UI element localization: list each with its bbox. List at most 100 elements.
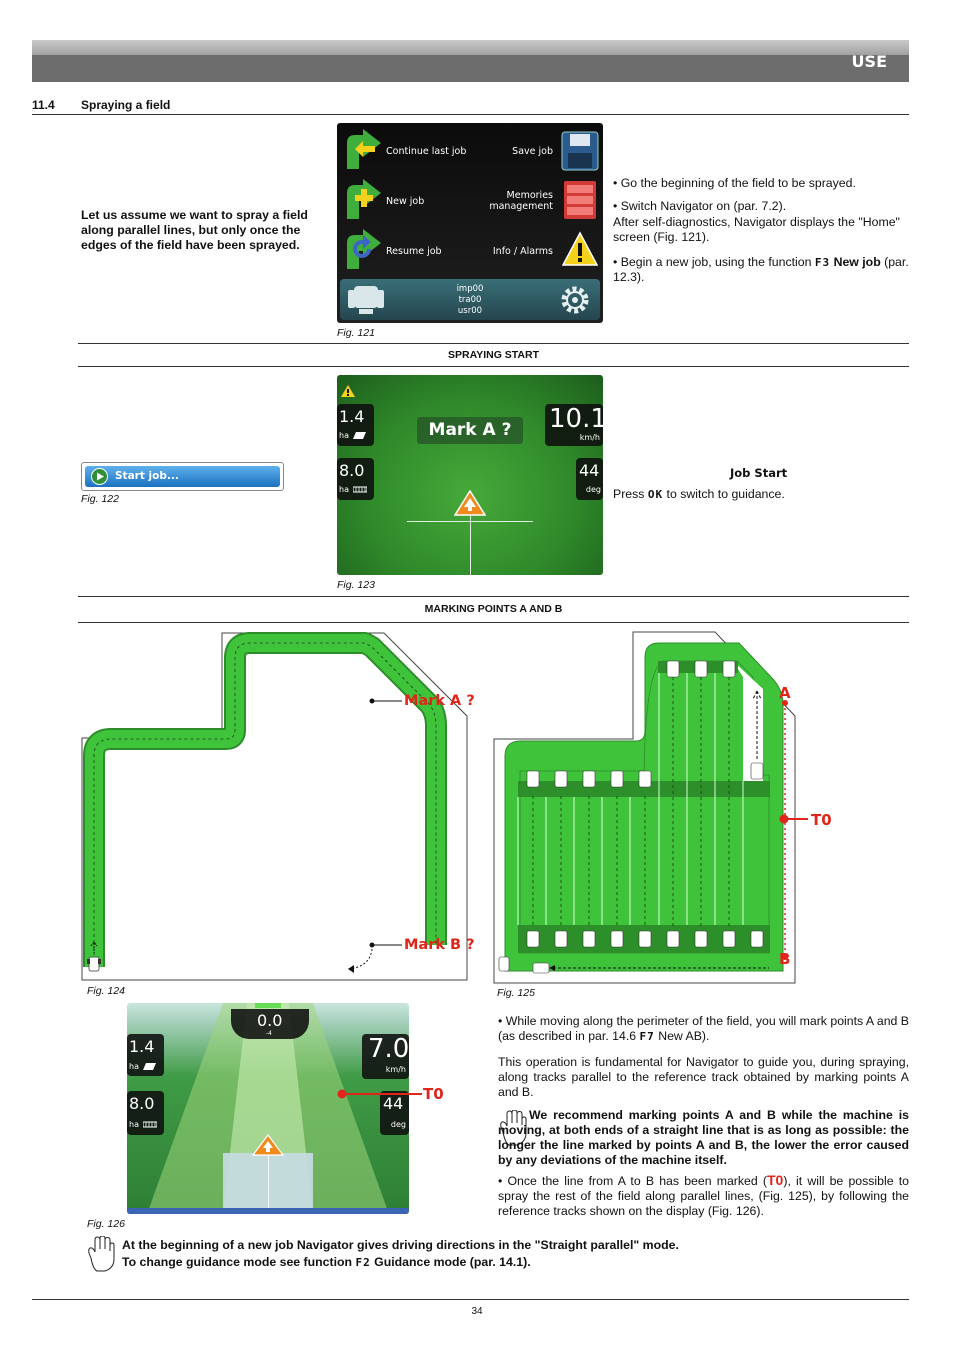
- para-1-text: • While moving along the perimeter of th…: [498, 1014, 909, 1043]
- pass-dividers: [517, 673, 744, 925]
- parallel-passes-diagram: [493, 631, 796, 984]
- play-icon: [91, 468, 108, 485]
- area-value-1: 1.4: [339, 407, 365, 426]
- rule-marking-2: [78, 622, 909, 623]
- heading-unit-2: deg: [390, 1120, 406, 1129]
- start-job-label: Start job...: [115, 470, 179, 482]
- area-box-3: 1.4 ha: [127, 1034, 164, 1076]
- continue-last-job-label: Continue last job: [386, 146, 467, 157]
- gear-icon[interactable]: [558, 283, 592, 317]
- note2-text: To change guidance mode see function: [122, 1255, 353, 1269]
- guidance-screen-mark-a: 1.4 ha 10.1 km/h Mark A ? 8.0 ha 44 deg: [337, 375, 603, 575]
- mark-a-prompt: Mark A ?: [417, 417, 523, 444]
- point-b-dot: [782, 954, 788, 960]
- speed-box-2: 7.0 km/h: [362, 1034, 409, 1079]
- resume-job-label: Resume job: [386, 246, 442, 257]
- area-value-2: 8.0: [339, 461, 365, 480]
- hand-note-icon: [500, 1110, 527, 1146]
- step-1: • Go the beginning of the field to be sp…: [613, 176, 856, 190]
- step-2: • Switch Navigator on (par. 7.2).: [613, 199, 787, 213]
- note2-end: Guidance mode (par. 14.1).: [374, 1255, 531, 1269]
- area-box-1: 1.4 ha: [337, 404, 374, 446]
- fig126-caption: Fig. 126: [87, 1218, 125, 1230]
- field-outline: [81, 632, 468, 981]
- continue-arrow-icon: [347, 129, 381, 169]
- f7-key: F7: [639, 1030, 655, 1043]
- para-3-end: ), it will be possible to spray the rest…: [498, 1174, 909, 1218]
- area-unit-3: ha: [129, 1062, 139, 1071]
- user-line2: tra00: [458, 295, 482, 305]
- fig124-caption: Fig. 124: [87, 985, 125, 997]
- heading-box-2: 44 deg: [380, 1091, 409, 1135]
- intro-text: Let us assume we want to spray a field a…: [81, 208, 308, 252]
- para-3-text: • Once the line from A to B has been mar…: [498, 1174, 767, 1188]
- warning-icon: [561, 231, 599, 266]
- fig122-caption: Fig. 122: [81, 493, 119, 505]
- guidance-screen-parallel: 0.0 -4 1.4 ha 7.0 km/h 8.0 ha 44 deg: [127, 1003, 409, 1214]
- f2-key: F2: [355, 1256, 371, 1269]
- warning-small-icon: [341, 385, 355, 397]
- guide-vertical-line: [470, 515, 471, 575]
- memory-cabinet-icon: [564, 181, 596, 219]
- step-3-fn: New job: [833, 255, 881, 269]
- start-job-button[interactable]: Start job...: [85, 466, 280, 487]
- point-a-dot: [782, 700, 788, 706]
- heading-box: 44 deg: [576, 458, 603, 500]
- pass-lines: [532, 671, 730, 927]
- home-screen: Continue last job Save job New job Memor…: [337, 123, 603, 323]
- press-word: Press: [613, 487, 645, 501]
- fig123-caption: Fig. 123: [337, 579, 375, 591]
- heading-value-2: 44: [383, 1094, 404, 1113]
- step-2b: After self-diagnostics, Navigator displa…: [613, 215, 900, 244]
- heading-unit: deg: [585, 485, 601, 494]
- area-unit-2: ha: [339, 485, 349, 494]
- note-recommend: We recommend marking points A and B whil…: [498, 1108, 909, 1167]
- track-centerline: [93, 642, 437, 961]
- t0-label-fig126: T0: [423, 1085, 444, 1103]
- info-alarms-label: Info / Alarms: [492, 246, 553, 257]
- menu-row-continue[interactable]: Continue last job Save job: [337, 127, 603, 175]
- heading-value: 44: [579, 461, 600, 480]
- ok-key: OK: [647, 488, 664, 501]
- hand-note-icon-2: [88, 1236, 115, 1272]
- area-box-2: 8.0 ha: [337, 458, 374, 500]
- para-3: • Once the line from A to B has been mar…: [498, 1173, 909, 1219]
- job-start-text: Press OK to switch to guidance.: [613, 487, 785, 502]
- step-3-ref: (par. 12.3).: [613, 255, 909, 284]
- point-a-label: A: [779, 684, 791, 702]
- tractor-icon-fig124: [87, 941, 101, 972]
- area-unit-1: ha: [339, 431, 349, 440]
- footer-rule: [32, 1299, 909, 1300]
- offset-box: 0.0 -4: [231, 1009, 309, 1039]
- memories-line2: management: [489, 201, 553, 212]
- guide-line-center: [268, 1155, 269, 1208]
- marking-points-title: MARKING POINTS A AND B: [424, 603, 563, 615]
- section-title: Spraying a field: [81, 98, 171, 112]
- unsprayed-strip: [733, 661, 763, 781]
- menu-row-resume[interactable]: Resume job Info / Alarms: [337, 227, 603, 275]
- start-job-frame: Start job...: [81, 462, 284, 491]
- fig125-caption: Fig. 125: [497, 987, 535, 999]
- user-line1: imp00: [456, 284, 484, 294]
- area-unit-4: ha: [129, 1120, 139, 1129]
- page-number: 34: [471, 1306, 483, 1317]
- memories-line1: Memories: [506, 190, 553, 201]
- user-line3: usr00: [457, 306, 483, 316]
- return-path-arrow: [752, 690, 762, 759]
- header-bar: USE: [32, 40, 909, 82]
- floppy-disk-icon: [561, 131, 599, 171]
- offset-sub: -4: [266, 1030, 272, 1037]
- vehicle-marker-icon: [454, 490, 486, 516]
- turn-arrowhead: [348, 965, 354, 973]
- para-2: This operation is fundamental for Naviga…: [498, 1055, 909, 1099]
- area-box-4: 8.0 ha: [127, 1091, 164, 1135]
- rule-marking: [78, 596, 909, 597]
- save-job-label: Save job: [512, 146, 553, 157]
- para-1-end: New AB).: [658, 1029, 710, 1043]
- track-perspective: [127, 1003, 409, 1214]
